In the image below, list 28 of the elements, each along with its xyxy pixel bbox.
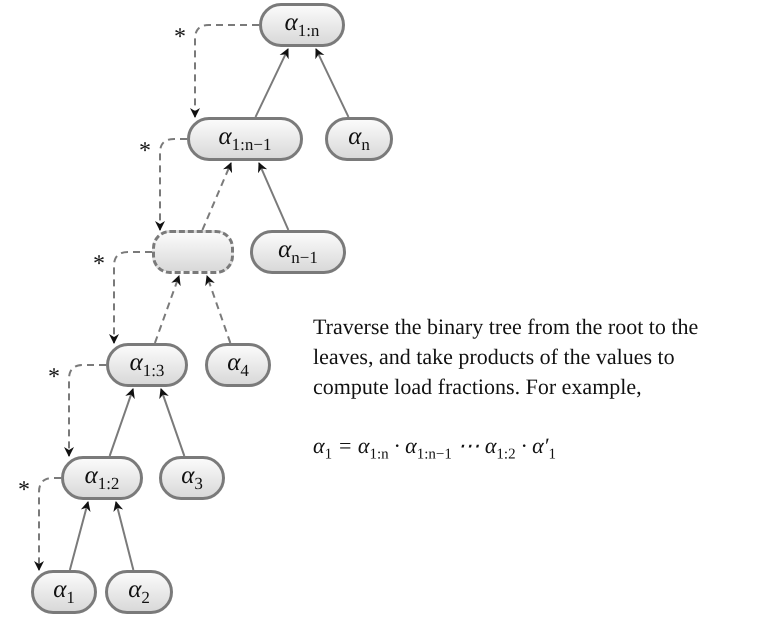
tree-node: α$_{2}$	[105, 570, 173, 614]
arrow	[113, 501, 134, 570]
empty-node	[152, 230, 234, 274]
dashed-arrow	[201, 162, 232, 230]
tree-node: α$_{n−1}$	[250, 230, 346, 274]
tree-node: α$_{1}$	[31, 570, 97, 614]
dashed-arrow	[154, 275, 181, 344]
tree-node: α$_{1:3}$	[106, 343, 188, 387]
dashed-arrow	[155, 138, 187, 231]
tree-node: α$_{3}$	[159, 456, 225, 500]
dashed-arrow	[64, 364, 106, 457]
tree-node: α$_{1:2}$	[61, 456, 143, 500]
tree-node: α$_{1:n}$	[259, 3, 345, 47]
arrow	[108, 388, 135, 456]
dashed-arrow	[34, 477, 61, 571]
arrow	[258, 162, 290, 230]
formula-text: α$_{1}$ = α$_{1:n}$ · α$_{1:n−1}$ ⋯ α$_{1:2}$ · α′$_{1}$	[313, 433, 556, 464]
tree-node: α$_{n}$	[325, 117, 393, 161]
tree-node: α$_{4}$	[205, 343, 271, 387]
tree-node: α$_{1:n−1}$	[187, 117, 303, 161]
description-text: Traverse the binary tree from the root to the leaves, and take products of the values to compute load fractions. For example,	[313, 313, 700, 401]
dashed-arrow	[109, 251, 152, 344]
arrow	[315, 48, 350, 118]
arrow	[159, 388, 186, 456]
dashed-arrow	[190, 24, 259, 118]
arrow	[254, 48, 289, 118]
dashed-arrow	[205, 275, 232, 344]
arrow	[68, 501, 90, 570]
